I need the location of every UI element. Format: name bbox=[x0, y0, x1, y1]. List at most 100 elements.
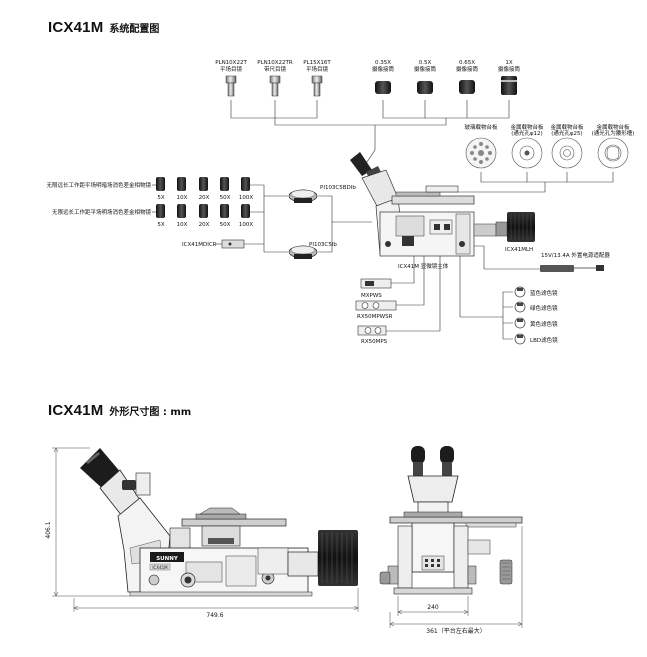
stage-plate-bracket bbox=[429, 172, 614, 197]
adapter-3: 0.65X 摄像接筒 bbox=[456, 60, 479, 94]
model-plate-label: ICX41M bbox=[152, 565, 168, 570]
eyepiece-group: PLN10X22T 平场目镜 PLN10X22TR 带尺目镜 PL15X16T … bbox=[215, 60, 331, 97]
objective-row-2-mag-2: 10X bbox=[177, 222, 188, 228]
objective-row-2-label: 无限远长工作距平场明场消色差金相物镜 bbox=[52, 208, 152, 216]
objective-row-1: 无限远长工作距平场明暗场消色差金相物镜 5X 10X 20X 50X 100X bbox=[46, 177, 253, 201]
stage-plate-2: 金属载物台板 (通光孔φ12) bbox=[510, 123, 544, 169]
adapter-1: 0.35X 摄像接筒 bbox=[372, 60, 395, 94]
brand-label: SUNNY bbox=[156, 556, 179, 562]
lamp-house: ICX41MLH bbox=[495, 212, 535, 253]
eyepiece-1: PLN10X22T 平场目镜 bbox=[215, 60, 247, 97]
body-label: ICX41M 显微镜主体 bbox=[398, 262, 449, 270]
stage-plate-3-line1: 金属载物台板 bbox=[550, 123, 584, 131]
heading-subtitle: 系统配置图 bbox=[109, 24, 160, 35]
side-view-drawing: SUNNY ICX41M bbox=[80, 448, 358, 597]
stage-plate-1: 玻璃载物台板 bbox=[464, 123, 498, 169]
eyepiece-1-desc: 平场目镜 bbox=[220, 65, 243, 73]
model-plate bbox=[149, 563, 171, 571]
adapter-group: 0.35X 摄像接筒 0.5X 摄像接筒 0.65X 摄像接筒 1X 摄像接筒 bbox=[372, 60, 521, 95]
connector-lines-top bbox=[230, 100, 510, 169]
eyepiece-3-desc: 平场目镜 bbox=[306, 65, 329, 73]
stage-plate-4-line1: 金属载物台板 bbox=[596, 123, 630, 131]
dim-stage-width-label: 361（平台左右最大） bbox=[426, 627, 485, 635]
dim-width-label: 240 bbox=[427, 604, 439, 611]
filter-1-label: 蓝色滤色镜 bbox=[530, 289, 558, 297]
adapter-2: 0.5X 摄像接筒 bbox=[414, 60, 437, 94]
objective-brackets bbox=[244, 184, 372, 253]
objective-row-2-mag-3: 20X bbox=[199, 222, 210, 228]
objective-row-2-mag-5: 100X bbox=[239, 222, 253, 228]
filter-2: 绿色滤色镜 bbox=[514, 301, 558, 313]
dic-label: ICX41MDICR bbox=[182, 242, 217, 248]
objective-row-1-mag-1: 5X bbox=[157, 195, 164, 201]
filter-3-label: 黄色滤色镜 bbox=[530, 320, 558, 328]
adapter-2-desc: 摄像接筒 bbox=[414, 65, 437, 73]
heading-subtitle-2: 外形尺寸图 : mm bbox=[109, 407, 192, 418]
mxpws-part: MXPWS bbox=[360, 278, 392, 299]
filter-bracket bbox=[459, 256, 513, 340]
eyepiece-2: PLN10X22TR 带尺目镜 bbox=[257, 60, 293, 97]
mxpws-label: MXPWS bbox=[361, 293, 382, 299]
filter-1: 蓝色滤色镜 bbox=[514, 286, 558, 298]
nosepiece-bd: PI103C5BDIb bbox=[288, 185, 356, 203]
stage-plate-3-line2: (通光孔φ25) bbox=[551, 129, 582, 137]
stage-plate-3: 金属载物台板 (通光孔φ25) bbox=[550, 123, 584, 169]
front-view-drawing bbox=[379, 446, 523, 595]
power-label: 15V/13.4A 外置电源适配器 bbox=[541, 251, 610, 259]
objective-row-1-lenses bbox=[156, 177, 250, 191]
objective-row-2: 无限远长工作距平场明场消色差金相物镜 5X 10X 20X 50X 100X bbox=[52, 204, 253, 228]
dimension-diagram-heading: ICX41M 外形尺寸图 : mm bbox=[48, 400, 191, 419]
adapter-3-name: 0.65X bbox=[459, 60, 475, 66]
filter-group: 蓝色滤色镜 绿色滤色镜 黄色滤色镜 LBD滤色镜 bbox=[514, 286, 558, 345]
objective-row-2-lenses bbox=[156, 204, 250, 218]
filter-4: LBD滤色镜 bbox=[514, 333, 558, 345]
objective-row-1-label: 无限远长工作距平场明暗场消色差金相物镜 bbox=[46, 181, 151, 189]
eyepiece-3-name: PL15X16T bbox=[303, 60, 331, 66]
eyepiece-1-name: PLN10X22T bbox=[215, 60, 247, 66]
objective-row-1-mag-3: 20X bbox=[199, 195, 210, 201]
adapter-4-name: 1X bbox=[505, 60, 512, 66]
objective-row-1-mag-4: 50X bbox=[220, 195, 231, 201]
stage-plate-4: 金属载物台板 (通光孔为腰形槽) bbox=[592, 123, 634, 169]
polarizer-lines bbox=[386, 256, 441, 332]
filter-2-label: 绿色滤色镜 bbox=[530, 304, 558, 312]
adapter-4: 1X 摄像接筒 bbox=[498, 60, 521, 95]
stage-plate-1-line1: 玻璃载物台板 bbox=[464, 123, 498, 131]
stage-plate-group: 玻璃载物台板 金属载物台板 (通光孔φ12) 金属载物台板 (通光孔φ25) 金… bbox=[464, 123, 634, 169]
dim-length-label: 749.6 bbox=[206, 612, 223, 619]
nosepiece-b: PI103C5Ib bbox=[288, 242, 337, 259]
eyepiece-2-name: PLN10X22TR bbox=[257, 60, 293, 66]
lamp-label: ICX41MLH bbox=[505, 247, 533, 253]
adapter-1-name: 0.35X bbox=[375, 60, 391, 66]
rx50mps-part: RX50MPS bbox=[357, 325, 388, 345]
objective-row-2-mag-1: 5X bbox=[157, 222, 164, 228]
front-view-dimension-lines bbox=[389, 526, 523, 628]
side-view-dimension-lines bbox=[52, 447, 359, 612]
objective-row-1-mag-2: 10X bbox=[177, 195, 188, 201]
rx50mpwsr-label: RX50MPWSR bbox=[357, 314, 393, 320]
rx50mpwsr-part: RX50MPWSR bbox=[355, 300, 397, 320]
eyepiece-2-desc: 带尺目镜 bbox=[264, 65, 287, 73]
filter-3: 黄色滤色镜 bbox=[514, 317, 558, 329]
nosepiece-bd-label: PI103C5BDIb bbox=[320, 185, 356, 191]
objective-row-1-mag-5: 100X bbox=[239, 195, 253, 201]
adapter-4-desc: 摄像接筒 bbox=[498, 65, 521, 73]
dic-slider: ICX41MDICR bbox=[182, 239, 245, 249]
adapter-3-desc: 摄像接筒 bbox=[456, 65, 479, 73]
rx50mps-label: RX50MPS bbox=[361, 339, 388, 345]
brand-plate bbox=[150, 552, 184, 562]
power-adapter: 15V/13.4A 外置电源适配器 bbox=[474, 245, 610, 272]
microscope-body-config bbox=[350, 152, 497, 257]
stage-plate-2-line1: 金属载物台板 bbox=[510, 123, 544, 131]
eyepiece-3: PL15X16T 平场目镜 bbox=[303, 60, 331, 97]
objective-row-2-mag-4: 50X bbox=[220, 222, 231, 228]
stage-plate-2-line2: (通光孔φ12) bbox=[511, 129, 542, 137]
dim-height-label: 406.1 bbox=[45, 521, 52, 538]
heading-model: ICX41M bbox=[48, 19, 104, 36]
heading-model-2: ICX41M bbox=[48, 402, 104, 419]
adapter-2-name: 0.5X bbox=[419, 60, 432, 66]
filter-4-label: LBD滤色镜 bbox=[530, 336, 558, 344]
nosepiece-b-label: PI103C5Ib bbox=[309, 242, 337, 248]
adapter-1-desc: 摄像接筒 bbox=[372, 65, 395, 73]
